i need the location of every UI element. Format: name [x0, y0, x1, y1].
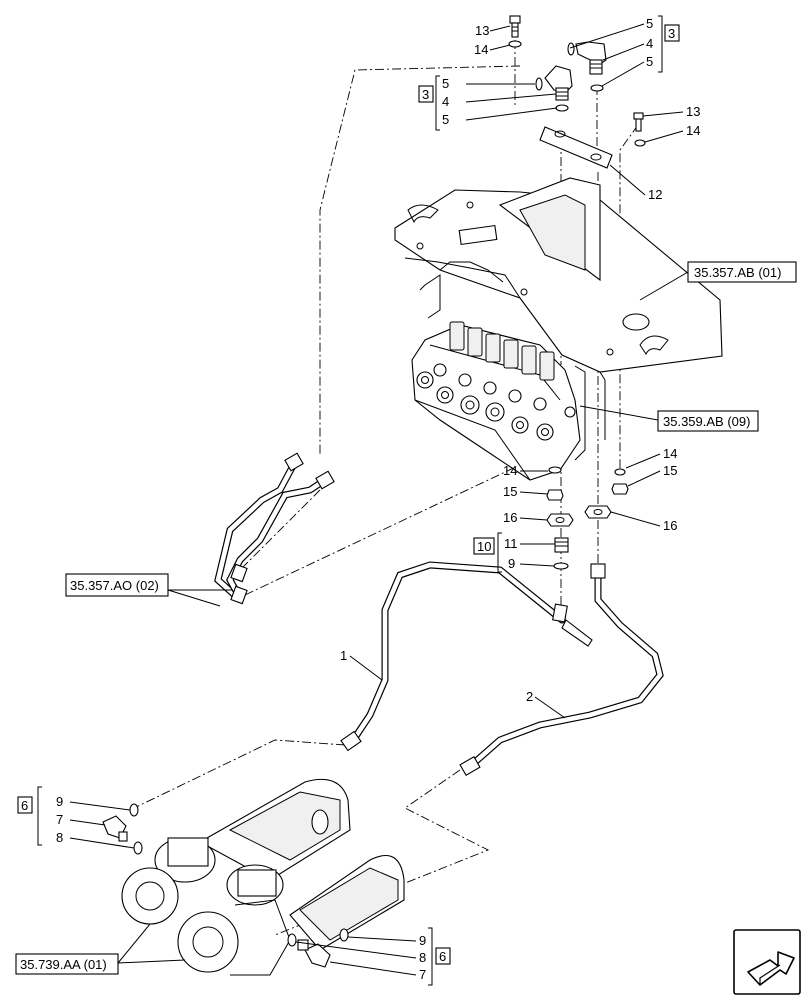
reference-35-739-aa-01[interactable]: 35.739.AA (01): [15, 953, 119, 975]
callout-13-right: 13: [686, 104, 700, 119]
plate-12: [539, 126, 613, 169]
next-page-arrow-icon[interactable]: [733, 929, 801, 995]
callout-9-valve: 9: [508, 556, 515, 571]
group-brackets: [37, 15, 663, 986]
leader-lines: [69, 23, 689, 976]
callout-2: 2: [526, 689, 533, 704]
elbow-7-left: [102, 815, 128, 842]
o-ring-9-left: [129, 803, 139, 817]
callout-1: 1: [340, 648, 347, 663]
callout-15-valve-right: 15: [663, 463, 677, 478]
hydraulic-tubes-ao: [214, 452, 335, 605]
elbow-7-right: [297, 939, 331, 968]
callout-9-right: 9: [419, 933, 426, 948]
callout-9-left: 9: [56, 794, 63, 809]
valve-ports: [416, 363, 576, 441]
reference-35-357-ao-02[interactable]: 35.357.AO (02): [65, 573, 169, 597]
callout-16-valve-right: 16: [663, 518, 677, 533]
nut-15-left: [546, 489, 564, 501]
callout-13-top: 13: [475, 23, 489, 38]
washer-14-left: [548, 466, 562, 474]
nut-15-right: [611, 483, 629, 495]
callout-8-right: 8: [419, 950, 426, 965]
callout-14-right: 14: [686, 123, 700, 138]
washer-14-right: [634, 139, 646, 147]
hydraulic-cylinders: [121, 778, 405, 976]
callout-11: 11: [504, 536, 518, 551]
washer-14-right-lower: [614, 468, 626, 476]
callout-14-valve-right: 14: [663, 446, 677, 461]
nut-16-left: [546, 513, 574, 527]
bolt-13-top: [509, 15, 521, 38]
callout-8-left: 8: [56, 830, 63, 845]
callout-16-valve-left: 16: [503, 510, 517, 525]
hose-1: [340, 561, 593, 752]
elbow-fitting-lower: [535, 65, 573, 112]
callout-7-right: 7: [419, 967, 426, 982]
callout-14-top: 14: [474, 42, 488, 57]
group-box-10[interactable]: 10: [473, 537, 495, 555]
group-box-6-right[interactable]: 6: [435, 947, 451, 965]
mounting-bracket: [394, 177, 723, 461]
o-ring-9-valve: [553, 562, 569, 570]
washer-14-top: [508, 40, 522, 48]
callout-14-valve-left: 14: [503, 463, 517, 478]
group-box-3-top-left[interactable]: 3: [418, 85, 434, 103]
group-10-label: 10: [477, 539, 491, 554]
callout-4-upper-right: 4: [646, 36, 653, 51]
callout-4-upper-left: 4: [442, 94, 449, 109]
valve-solenoids: [449, 321, 555, 381]
callout-5-upper-left-a: 5: [442, 76, 449, 91]
group-6-left-label: 6: [21, 798, 28, 813]
reference-35-357-ab-01-label: 35.357.AB (01): [694, 265, 781, 280]
callout-12: 12: [648, 187, 662, 202]
group-box-6-left[interactable]: 6: [17, 796, 33, 814]
reference-35-359-ab-09[interactable]: 35.359.AB (09): [657, 410, 759, 432]
callout-7-left: 7: [56, 812, 63, 827]
reference-35-359-ab-09-label: 35.359.AB (09): [663, 414, 750, 429]
callout-5-upper-right-a: 5: [646, 16, 653, 31]
nut-16-right: [584, 505, 612, 519]
reference-35-357-ab-01[interactable]: 35.357.AB (01): [687, 261, 797, 283]
reference-35-357-ao-02-label: 35.357.AO (02): [70, 578, 159, 593]
o-ring-9-right: [339, 928, 349, 942]
control-valve-block: [411, 321, 581, 481]
adapter-11: [554, 537, 569, 553]
group-6-right-label: 6: [439, 949, 446, 964]
group-box-3-top-right[interactable]: 3: [664, 24, 680, 42]
assembly-centerlines: [129, 40, 639, 936]
elbow-fitting-upper: [567, 41, 607, 92]
o-ring-8-right: [287, 933, 297, 947]
callout-5-upper-right-b: 5: [646, 54, 653, 69]
hose-2: [459, 563, 664, 776]
o-ring-8-left: [133, 841, 143, 855]
reference-35-739-aa-01-label: 35.739.AA (01): [20, 957, 107, 972]
callout-15-valve-left: 15: [503, 484, 517, 499]
callout-5-upper-left-b: 5: [442, 112, 449, 127]
group-3-top-right-label: 3: [668, 26, 675, 41]
callout-numbers: 13 14 5 4 5 5 4 5 13 14 12 14 15 16 14 1…: [56, 16, 700, 982]
group-3-top-left-label: 3: [422, 87, 429, 102]
